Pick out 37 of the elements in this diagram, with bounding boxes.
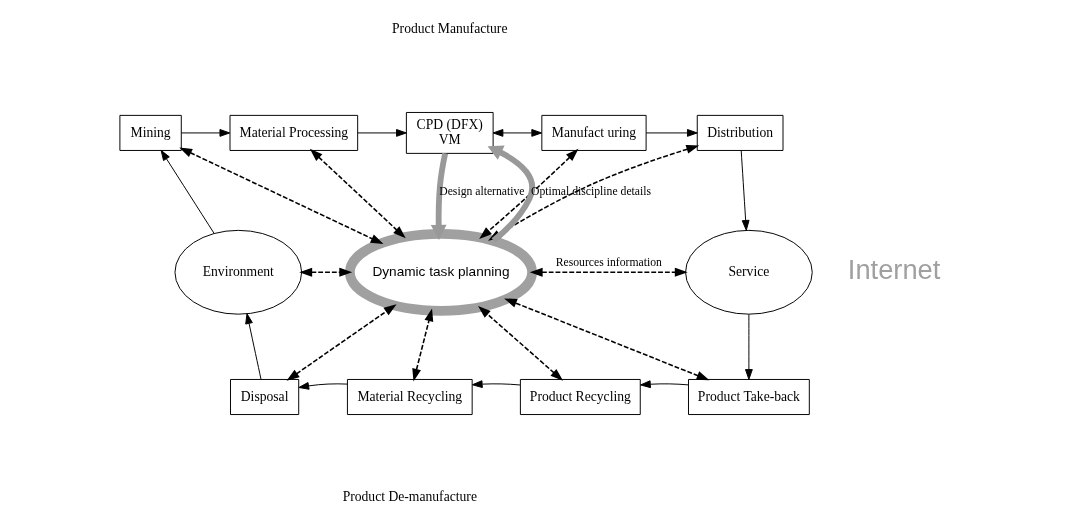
- label: Product Manufacture: [391, 21, 507, 37]
- arrow: [744, 314, 753, 380]
- node-box: Distribution: [696, 114, 783, 151]
- arrow: [529, 267, 688, 277]
- label: Internet: [847, 253, 940, 285]
- edge-label: Design alternative: [438, 184, 525, 198]
- arrow: [503, 298, 709, 381]
- node-box: CPD (DFX) VM: [405, 111, 494, 154]
- node-box: Mining: [118, 114, 182, 151]
- edge-label: Optimal discipline details: [530, 184, 651, 198]
- arrow: [160, 150, 215, 234]
- arrow: [298, 267, 352, 277]
- arrow: [178, 147, 383, 245]
- node-box: Material Processing: [229, 114, 358, 151]
- arrow: [309, 148, 406, 239]
- arrow: [645, 129, 698, 137]
- node-box: Manufact uring: [540, 114, 647, 151]
- label: Product De-manufacture: [342, 488, 477, 504]
- arrow: [492, 129, 542, 137]
- node-box: Product Recycling: [519, 378, 641, 416]
- arrow: [430, 152, 448, 240]
- arrow: [477, 305, 563, 381]
- arrow: [639, 380, 689, 389]
- arrow: [740, 150, 750, 231]
- edge-label: Resources information: [555, 256, 662, 270]
- arrow: [471, 380, 521, 389]
- node-ellipse: Environment: [173, 229, 302, 315]
- node-ellipse: Service: [684, 229, 813, 315]
- node-box: Product Take-back: [687, 378, 810, 416]
- arrow: [286, 304, 397, 381]
- node-box: Material Recycling: [346, 378, 473, 416]
- arrow: [180, 129, 230, 137]
- arrow: [356, 129, 407, 137]
- arrow: [297, 382, 348, 390]
- arrow: [411, 308, 433, 382]
- node-box: Disposal: [229, 378, 299, 416]
- arrow: [244, 313, 262, 380]
